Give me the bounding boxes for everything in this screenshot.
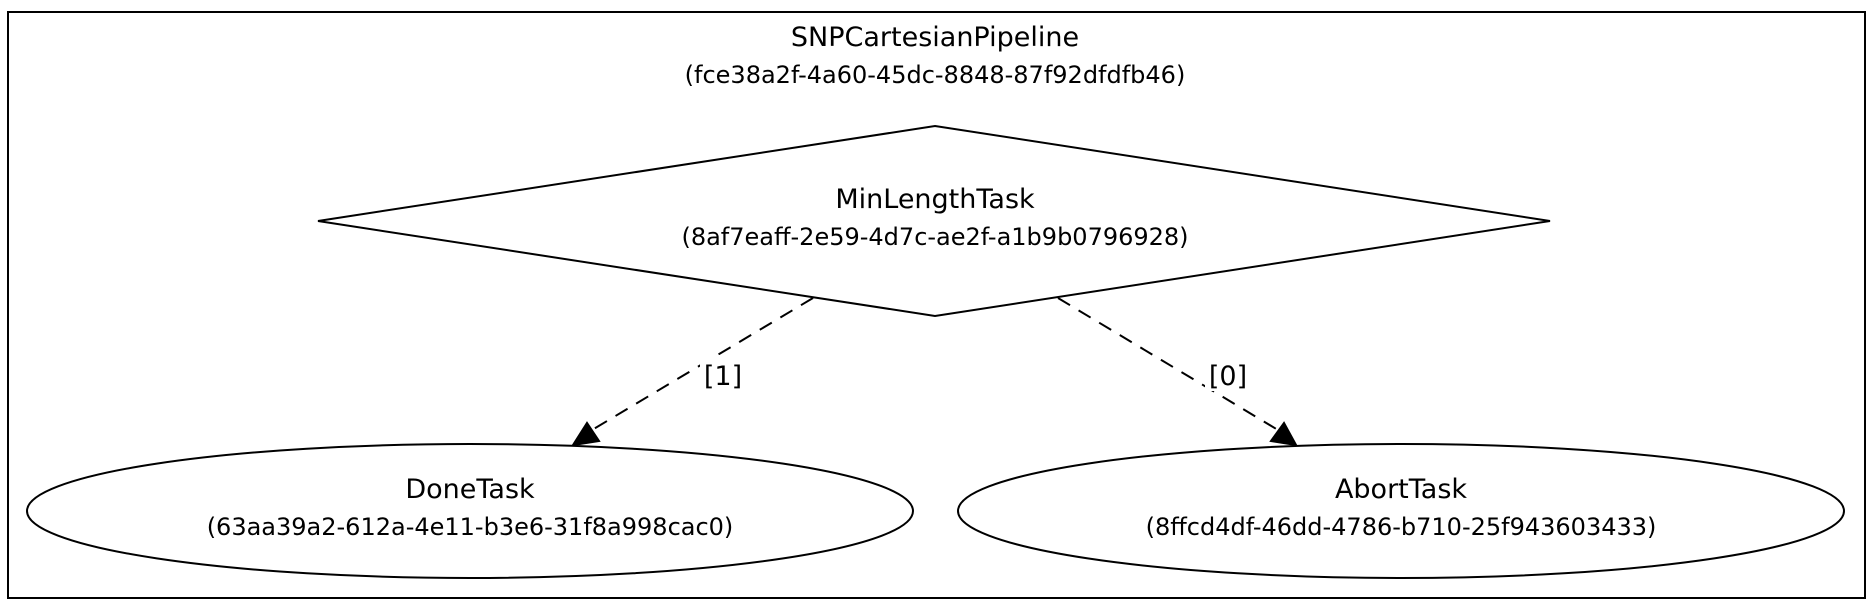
edge-arrowhead — [570, 421, 601, 447]
node-donetask[interactable]: DoneTask (63aa39a2-612a-4e11-b3e6-31f8a9… — [26, 443, 914, 579]
edge-arrowhead — [1269, 421, 1298, 447]
node-minlengthtask[interactable]: MinLengthTask (8af7eaff-2e59-4d7c-ae2f-a… — [317, 124, 1551, 318]
node-name: AbortTask — [1335, 474, 1467, 505]
ellipse-shape — [957, 443, 1845, 579]
diamond-shape — [317, 124, 1551, 318]
edge-label-done: [1] — [704, 361, 742, 392]
node-id: (8ffcd4df-46dd-4786-b710-25f943603433) — [1146, 513, 1657, 541]
pipeline-name: SNPCartesianPipeline — [791, 22, 1079, 53]
edge-minlength-to-abort — [1057, 297, 1298, 447]
edge-label-abort: [0] — [1209, 361, 1247, 392]
pipeline-id: (fce38a2f-4a60-45dc-8848-87f92dfdfb46) — [685, 61, 1186, 89]
node-name: MinLengthTask — [835, 184, 1035, 215]
edge-minlength-to-done — [570, 297, 814, 447]
node-name: DoneTask — [405, 474, 535, 505]
node-id: (63aa39a2-612a-4e11-b3e6-31f8a998cac0) — [207, 513, 734, 541]
pipeline-cluster-border — [7, 11, 1866, 599]
node-id: (8af7eaff-2e59-4d7c-ae2f-a1b9b0796928) — [681, 223, 1188, 251]
node-aborttask[interactable]: AbortTask (8ffcd4df-46dd-4786-b710-25f94… — [957, 443, 1845, 579]
ellipse-shape — [26, 443, 914, 579]
